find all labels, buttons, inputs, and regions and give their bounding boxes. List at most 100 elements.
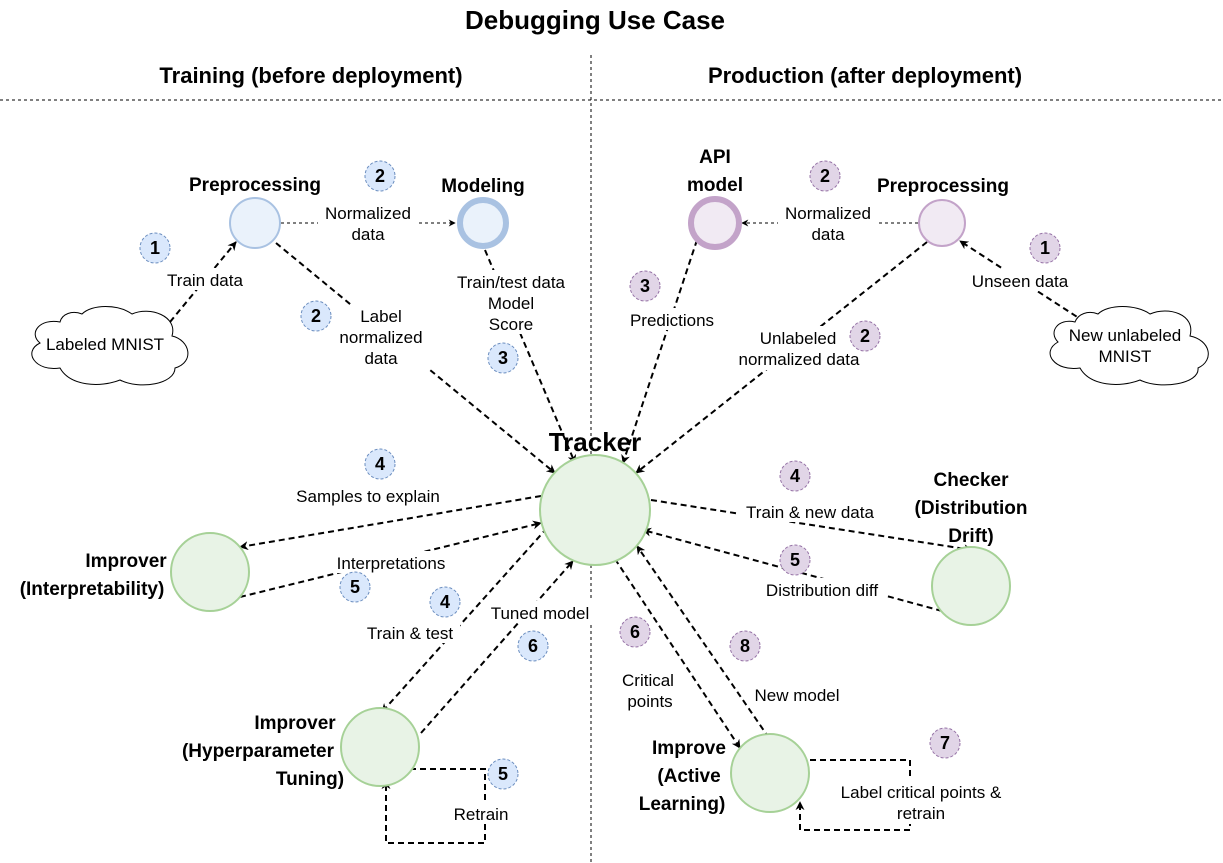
svg-text:5: 5: [350, 577, 360, 597]
label-model: Model: [488, 294, 534, 313]
badge-samples: 4: [364, 448, 396, 480]
label-predictions: Predictions: [630, 311, 714, 330]
label-critical-retrain-1: Label critical points &: [841, 783, 1002, 802]
label-normalized-train-1: Normalized: [325, 204, 411, 223]
label-critical-points-1: Critical: [622, 671, 674, 690]
section-training: Training (before deployment): [159, 63, 462, 88]
node-tracker: [539, 454, 651, 566]
badge-train-test: 4: [429, 586, 461, 618]
node-improver-interpretability: [170, 532, 250, 612]
edge-tracker-to-checker: [650, 499, 973, 554]
svg-text:2: 2: [860, 326, 870, 346]
svg-text:1: 1: [1040, 238, 1050, 258]
cloud-unlabeled-mnist: New unlabeled MNIST: [1049, 306, 1209, 386]
badge-interpretations: 5: [339, 571, 371, 603]
node-hyper-label-3: Tuning): [276, 769, 344, 790]
cloud-unlabeled-text-2: MNIST: [1099, 347, 1152, 366]
node-checker-label-2: (Distribution: [915, 498, 1028, 519]
badge-new-model: 8: [729, 630, 761, 662]
edge-active-loop: [795, 759, 911, 831]
edge-api-to-tracker: [621, 239, 698, 464]
badge-unlabeled-normalized: 2: [849, 320, 881, 352]
cloud-labeled-text: Labeled MNIST: [46, 335, 164, 354]
label-tuned-model: Tuned model: [491, 604, 590, 623]
node-checker-label-3: Drift): [948, 526, 993, 547]
badge-predictions: 3: [629, 270, 661, 302]
label-label-normalized-3: data: [364, 349, 398, 368]
label-train-data: Train data: [167, 271, 243, 290]
badge-retrain: 5: [487, 758, 519, 790]
edge-tracker-to-hyper: [381, 527, 548, 713]
node-tracker-label: Tracker: [549, 427, 642, 457]
node-prod-preprocessing: [918, 199, 966, 247]
node-modeling: [457, 197, 509, 249]
label-train-and-test: Train & test: [367, 624, 454, 643]
section-production: Production (after deployment): [708, 63, 1022, 88]
svg-text:2: 2: [820, 166, 830, 186]
label-samples-to-explain: Samples to explain: [296, 487, 440, 506]
svg-text:7: 7: [940, 733, 950, 753]
edge-active-to-tracker: [636, 545, 770, 739]
label-interpretations: Interpretations: [337, 554, 446, 573]
edge-model-to-tracker: [484, 249, 576, 464]
badge-tuned-model: 6: [517, 630, 549, 662]
node-active-label-2: (Active: [657, 766, 720, 787]
label-label-normalized-2: normalized: [339, 328, 422, 347]
badge-train-data: 1: [139, 232, 171, 264]
label-label-normalized-1: Label: [360, 307, 402, 326]
svg-text:5: 5: [790, 550, 800, 570]
node-active-label-1: Improve: [652, 738, 726, 759]
diagram-title: Debugging Use Case: [465, 5, 725, 35]
node-checker: [931, 546, 1011, 626]
svg-text:5: 5: [498, 764, 508, 784]
label-unseen-data: Unseen data: [972, 272, 1069, 291]
node-improve-active-learning: [730, 733, 810, 813]
label-new-model: New model: [754, 686, 839, 705]
label-normalized-prod-2: data: [811, 225, 845, 244]
badge-normalized-train: 2: [364, 160, 396, 192]
badge-label-critical: 7: [929, 727, 961, 759]
node-active-label-3: Learning): [639, 794, 726, 815]
svg-text:1: 1: [150, 238, 160, 258]
label-score: Score: [489, 315, 533, 334]
badge-train-new-data: 4: [779, 460, 811, 492]
node-interp-label-2: (Interpretability): [20, 579, 165, 600]
node-checker-label-1: Checker: [934, 470, 1010, 491]
svg-text:3: 3: [640, 276, 650, 296]
svg-text:6: 6: [630, 622, 640, 642]
svg-text:3: 3: [498, 348, 508, 368]
node-improver-hyperparameter: [340, 707, 420, 787]
node-modeling-label: Modeling: [441, 176, 524, 197]
svg-text:2: 2: [311, 306, 321, 326]
edge-tracker-to-interp: [239, 495, 542, 551]
node-api-label-1: API: [699, 147, 731, 168]
svg-text:2: 2: [375, 166, 385, 186]
badge-unseen-data: 1: [1029, 232, 1061, 264]
node-prod-preprocessing-label: Preprocessing: [877, 176, 1009, 197]
svg-text:6: 6: [528, 636, 538, 656]
label-normalized-prod-1: Normalized: [785, 204, 871, 223]
cloud-unlabeled-text-1: New unlabeled: [1069, 326, 1181, 345]
node-hyper-label-2: (Hyperparameter: [182, 741, 335, 762]
badge-model-score: 3: [487, 342, 519, 374]
node-train-preprocessing-label: Preprocessing: [189, 175, 321, 196]
svg-text:4: 4: [790, 466, 800, 486]
label-unlabeled-normalized-1: Unlabeled: [760, 329, 837, 348]
badge-label-normalized: 2: [300, 300, 332, 332]
badge-critical-points: 6: [619, 616, 651, 648]
node-interp-label-1: Improver: [85, 551, 167, 572]
cloud-labeled-mnist: Labeled MNIST: [31, 306, 189, 386]
edge-hyper-to-tracker: [420, 560, 574, 734]
node-train-preprocessing: [229, 197, 281, 249]
label-distribution-diff: Distribution diff: [766, 581, 878, 600]
label-train-test-data: Train/test data: [457, 273, 566, 292]
badge-normalized-prod: 2: [809, 160, 841, 192]
edge-retrain-loop: [381, 768, 486, 844]
node-api-model: [688, 196, 742, 250]
label-critical-points-2: points: [627, 692, 672, 711]
label-unlabeled-normalized-2: normalized data: [739, 350, 861, 369]
label-normalized-train-2: data: [351, 225, 385, 244]
label-critical-retrain-2: retrain: [897, 804, 945, 823]
node-api-label-2: model: [687, 175, 743, 196]
